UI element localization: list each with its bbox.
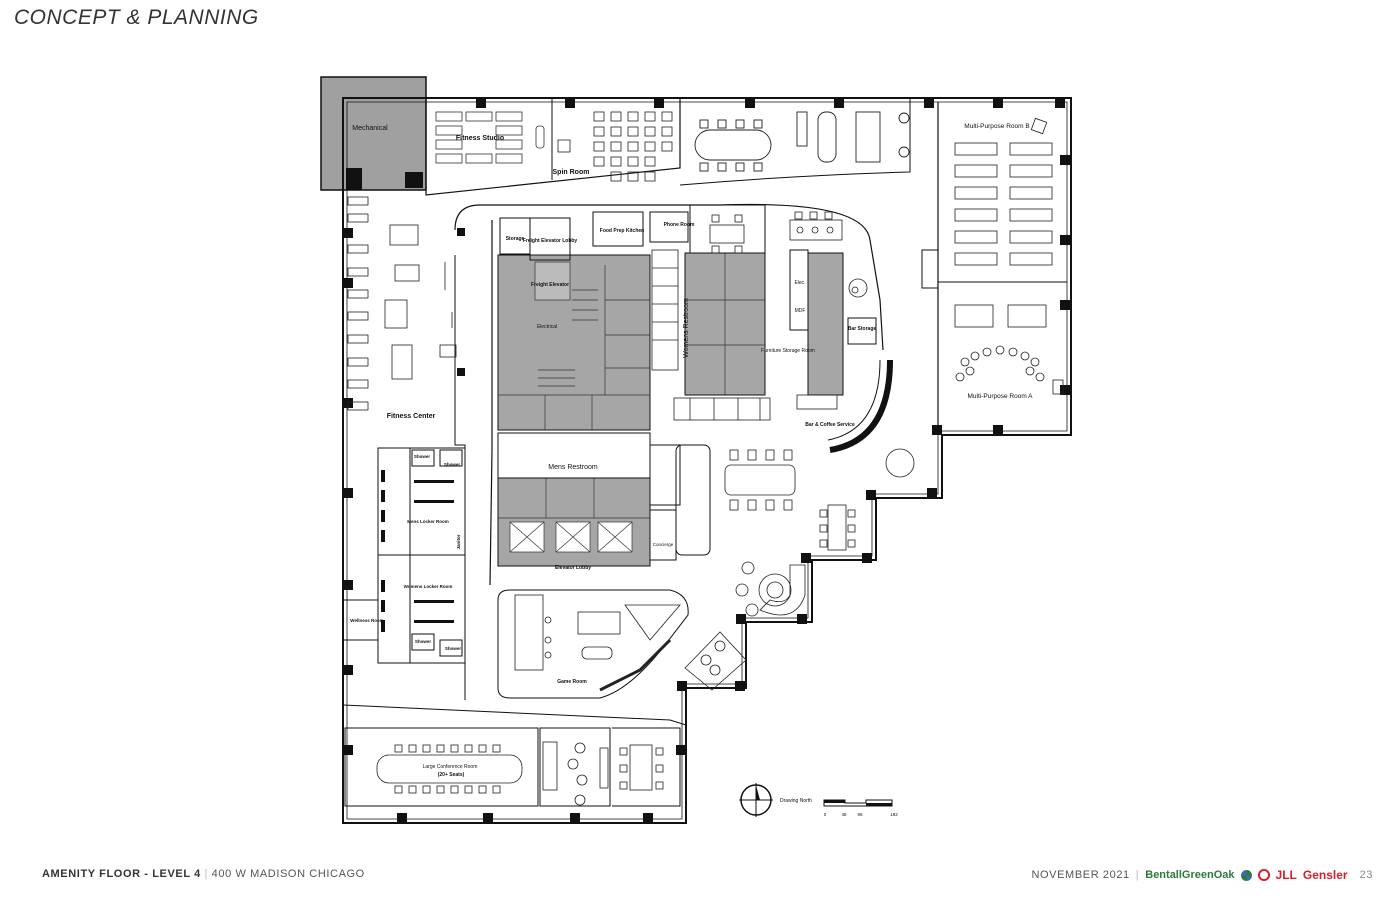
jll-mark-icon (1257, 869, 1270, 881)
label-freight-elevator: Freight Elevator (531, 282, 569, 288)
page-number: 23 (1359, 869, 1373, 881)
label-shower-3: Shower (415, 639, 432, 644)
multi-purpose-b-tables (954, 117, 1053, 266)
bar-counter (829, 359, 893, 453)
gensler-logo: Gensler (1302, 868, 1348, 882)
label-phone-room: Phone Room (664, 222, 695, 228)
floor-plan: Mechanical Fitness Studio Spin Room Mult… (320, 76, 1072, 824)
footer-branding: NOVEMBER 2021 | BentallGreenOak JLL Gens… (1031, 868, 1373, 882)
label-mens-locker-room: Mens Locker Room (407, 519, 449, 524)
label-concierge: Concierge (653, 542, 674, 547)
label-furniture-storage-room: Furniture Storage Room (761, 348, 815, 354)
label-bar-storage: Bar Storage (848, 326, 877, 332)
label-game-room: Game Room (557, 679, 587, 685)
conference-table-oval (694, 111, 910, 172)
womens-restroom-fixtures (651, 249, 771, 421)
lockers (381, 470, 454, 632)
label-large-conference-seats: (20+ Seats) (438, 772, 465, 778)
label-elevator-lobby: Elevator Lobby (555, 565, 591, 571)
meeting-tables-upper (709, 211, 843, 254)
structural-columns (343, 98, 1070, 823)
jll-logo: JLL (1275, 868, 1297, 882)
label-mechanical: Mechanical (352, 125, 388, 132)
label-electrical: Electrical (537, 324, 557, 330)
scale-bar (823, 799, 893, 807)
label-storage: Storage (506, 236, 525, 242)
page-title: CONCEPT & PLANNING (14, 6, 259, 29)
fitness-studio-mats (435, 111, 545, 164)
label-womens-restroom: Womens Restroom (683, 298, 690, 358)
north-arrow-icon (739, 783, 773, 817)
footer-date: NOVEMBER 2021 (1031, 869, 1130, 881)
label-freight-elevator-lobby: Freight Elevator Lobby (523, 238, 578, 244)
footer-title: AMENITY FLOOR - LEVEL 4 | 400 W MADISON … (42, 868, 365, 880)
label-fitness-studio: Fitness Studio (456, 135, 504, 142)
scale-tick-2: 96 (857, 812, 863, 817)
lounge-tables (684, 286, 859, 691)
game-room-furniture (514, 594, 681, 692)
label-bar-coffee-service: Bar & Coffee Service (805, 422, 855, 428)
bentallgreenoak-mark-icon (1240, 869, 1252, 881)
large-conference-table (376, 741, 664, 806)
label-elec: Elec. (794, 280, 805, 286)
label-multi-purpose-b: Multi-Purpose Room B (964, 123, 1029, 130)
label-large-conference-room: Large Conference Room (423, 764, 478, 770)
label-womens-locker-room: Womens Locker Room (404, 584, 453, 589)
multi-purpose-a-tables (954, 304, 1064, 395)
bentallgreenoak-logo: BentallGreenOak (1145, 869, 1235, 881)
label-mdf: MDF (795, 308, 806, 314)
label-fitness-center: Fitness Center (387, 413, 436, 420)
scale-tick-1: 48 (841, 812, 847, 817)
label-drawing-north: Drawing North (780, 798, 812, 804)
label-janitor: Janitor (456, 534, 461, 549)
footer-address: 400 W MADISON CHICAGO (211, 868, 365, 880)
label-multi-purpose-a: Multi-Purpose Room A (967, 393, 1033, 400)
footer-floor-title: AMENITY FLOOR - LEVEL 4 (42, 868, 201, 880)
label-shower-2: Shower (444, 462, 461, 467)
scale-tick-0: 0 (824, 812, 827, 817)
label-shower-4: Shower (445, 646, 462, 651)
label-shower-1: Shower (414, 454, 431, 459)
fitness-equipment (347, 196, 457, 411)
scale-tick-3: 192 (890, 812, 898, 817)
spin-bikes (557, 111, 673, 182)
label-food-prep-kitchen: Food Prep Kitchen (600, 228, 644, 234)
label-spin-room: Spin Room (553, 169, 590, 176)
label-wellness-room: Wellness Room (350, 618, 383, 623)
label-mens-restroom: Mens Restroom (548, 464, 598, 471)
building-outline (342, 97, 1072, 824)
